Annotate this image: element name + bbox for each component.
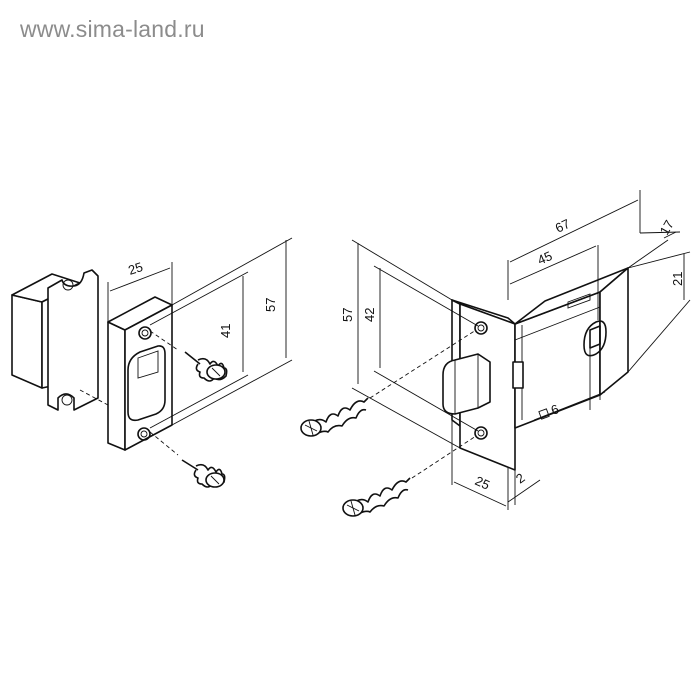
strike-flange — [47, 269, 99, 411]
latch-bolt — [442, 353, 491, 415]
dim-faceplate-height: 57 — [340, 308, 355, 322]
dim-body-depth: 17 — [657, 217, 677, 237]
dim-backset-short: 45 — [535, 248, 554, 268]
strike-screw-top — [184, 351, 228, 382]
watermark: www.sima-land.ru — [20, 16, 205, 42]
dim-backset-long: 67 — [553, 216, 573, 236]
strike-plate — [107, 296, 173, 451]
latch-screw-bottom — [342, 477, 411, 517]
latch-body — [512, 267, 629, 429]
dim-strike-height: 57 — [263, 298, 278, 312]
dim-spindle-square: 6 — [549, 401, 561, 418]
dim-strike-width: 25 — [126, 259, 144, 278]
strike-screw-bottom — [181, 459, 226, 488]
dim-faceplate-width: 25 — [473, 473, 492, 493]
strike-dimensions: 25 41 57 — [107, 237, 293, 429]
dim-faceplate-hole-spacing: 42 — [362, 308, 377, 322]
latch-screw-top — [300, 397, 369, 437]
dim-body-height: 21 — [670, 272, 685, 286]
dim-strike-hole-spacing: 41 — [218, 324, 233, 338]
